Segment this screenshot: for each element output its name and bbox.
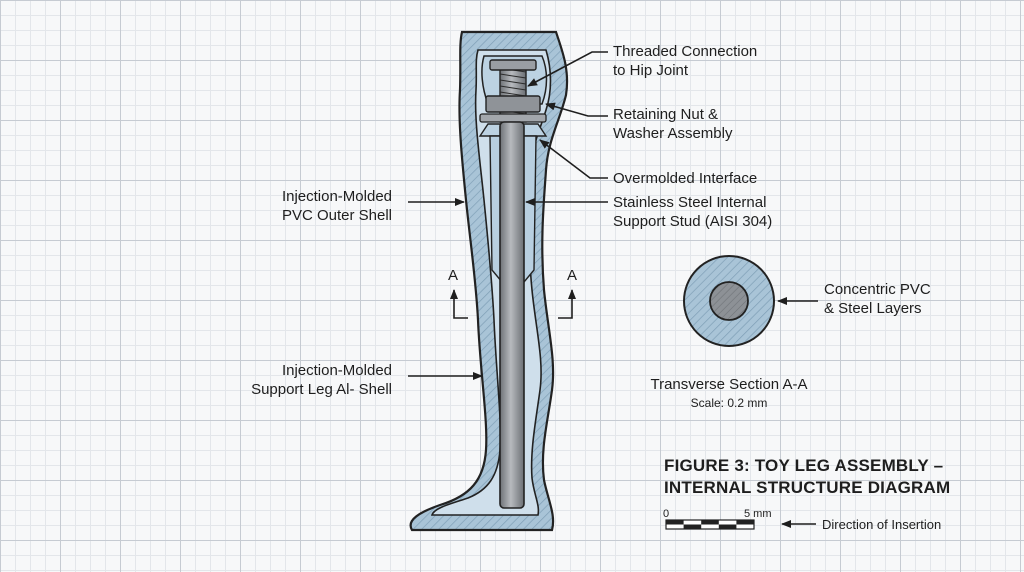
support-shell-label: Injection-Molded Support Leg Al- Shell [251,362,392,398]
scale-end-label: 5 mm [744,508,772,520]
steel-support-stud [499,121,525,509]
figure-title: FIGURE 3: TOY LEG ASSEMBLY – INTERNAL ST… [664,456,951,497]
support-stud-label: Stainless Steel Internal Support Stud (A… [613,194,773,230]
section-steel-core [709,281,749,321]
threaded-connection-label: Threaded Connection to Hip Joint [613,43,758,79]
concentric-layers-label: Concentric PVC & Steel Layers [824,281,931,317]
outer-shell-label: Injection-Molded PVC Outer Shell [281,188,392,224]
bolt-head [489,59,537,71]
section-marker-right [558,289,576,319]
insertion-direction-label: Direction of Insertion [822,517,942,532]
overmolded-interface-label: Overmolded Interface [613,170,758,187]
washer [479,113,547,123]
scale-bar [665,519,755,530]
leader-nut [545,102,608,117]
leader-threaded [527,51,608,87]
section-marker-a-right: A [567,267,578,284]
retaining-nut [485,95,541,113]
section-marker-left [450,289,468,319]
section-marker-a-left: A [448,267,459,284]
section-title: Transverse Section A-A Scale: 0.2 mm [640,375,818,413]
retaining-nut-label: Retaining Nut & Washer Assembly [613,106,733,142]
scale-start-label: 0 [663,508,670,520]
leader-overmolded [539,139,608,179]
section-scale: Scale: 0.2 mm [690,396,768,410]
